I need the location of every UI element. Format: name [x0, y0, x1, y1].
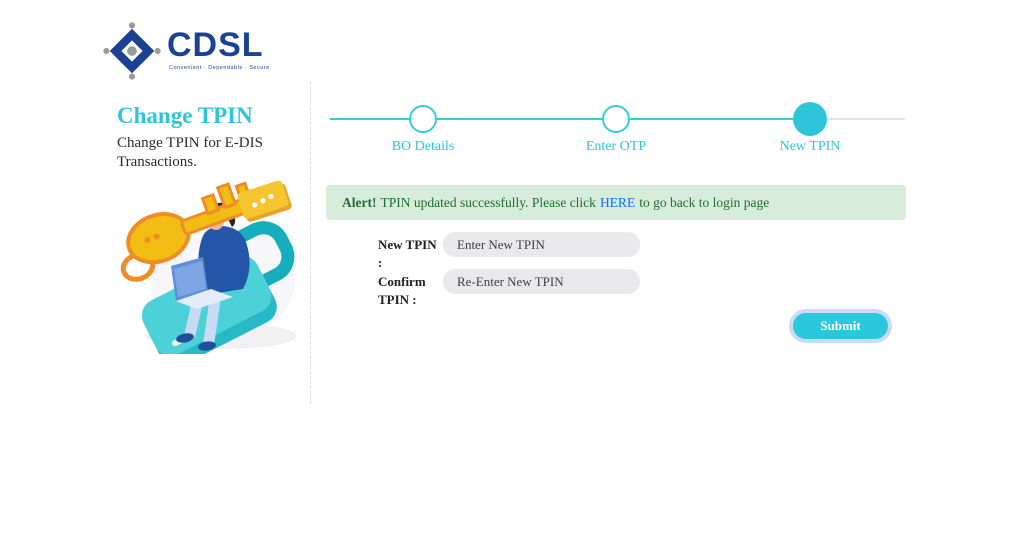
brand-name: CDSL — [167, 26, 264, 64]
new-tpin-label: New TPIN : — [378, 237, 437, 270]
page-title: Change TPIN — [117, 103, 253, 128]
alert-suffix: to go back to login page — [639, 194, 770, 210]
confirm-tpin-input[interactable] — [443, 269, 640, 294]
cdsl-logo-icon — [103, 22, 161, 80]
password-card-icon — [237, 180, 292, 222]
step-circle-bo-details[interactable] — [409, 105, 437, 133]
step-circle-new-tpin[interactable] — [793, 102, 827, 136]
stepper-track-complete — [330, 118, 810, 120]
step-label-new-tpin: New TPIN — [779, 139, 841, 154]
security-illustration — [120, 180, 297, 354]
page-subtitle: Change TPIN for E-DIS Transactions. — [117, 135, 263, 170]
step-label-bo-details: BO Details — [391, 139, 455, 154]
sidebar-divider — [310, 82, 311, 404]
alert-login-link[interactable]: HERE — [599, 194, 636, 210]
brand-tagline: Convenient · Dependable · Secure — [169, 65, 270, 71]
stepper-track-remaining — [810, 118, 905, 120]
submit-button[interactable]: Submit — [793, 313, 888, 339]
success-alert: Alert! TPIN updated successfully. Please… — [326, 185, 906, 220]
cdsl-logo: CDSL Convenient · Dependable · Secure — [103, 22, 270, 80]
alert-message: TPIN updated successfully. Please click — [380, 194, 596, 210]
alert-prefix: Alert! — [342, 194, 377, 210]
new-tpin-input[interactable] — [443, 232, 640, 257]
main-content: BO Details Enter OTP New TPIN Alert! TPI… — [326, 95, 906, 375]
laptop-icon — [171, 257, 233, 309]
step-circle-enter-otp[interactable] — [602, 105, 630, 133]
confirm-tpin-label: Confirm TPIN : — [378, 274, 426, 307]
step-label-enter-otp: Enter OTP — [585, 139, 647, 154]
